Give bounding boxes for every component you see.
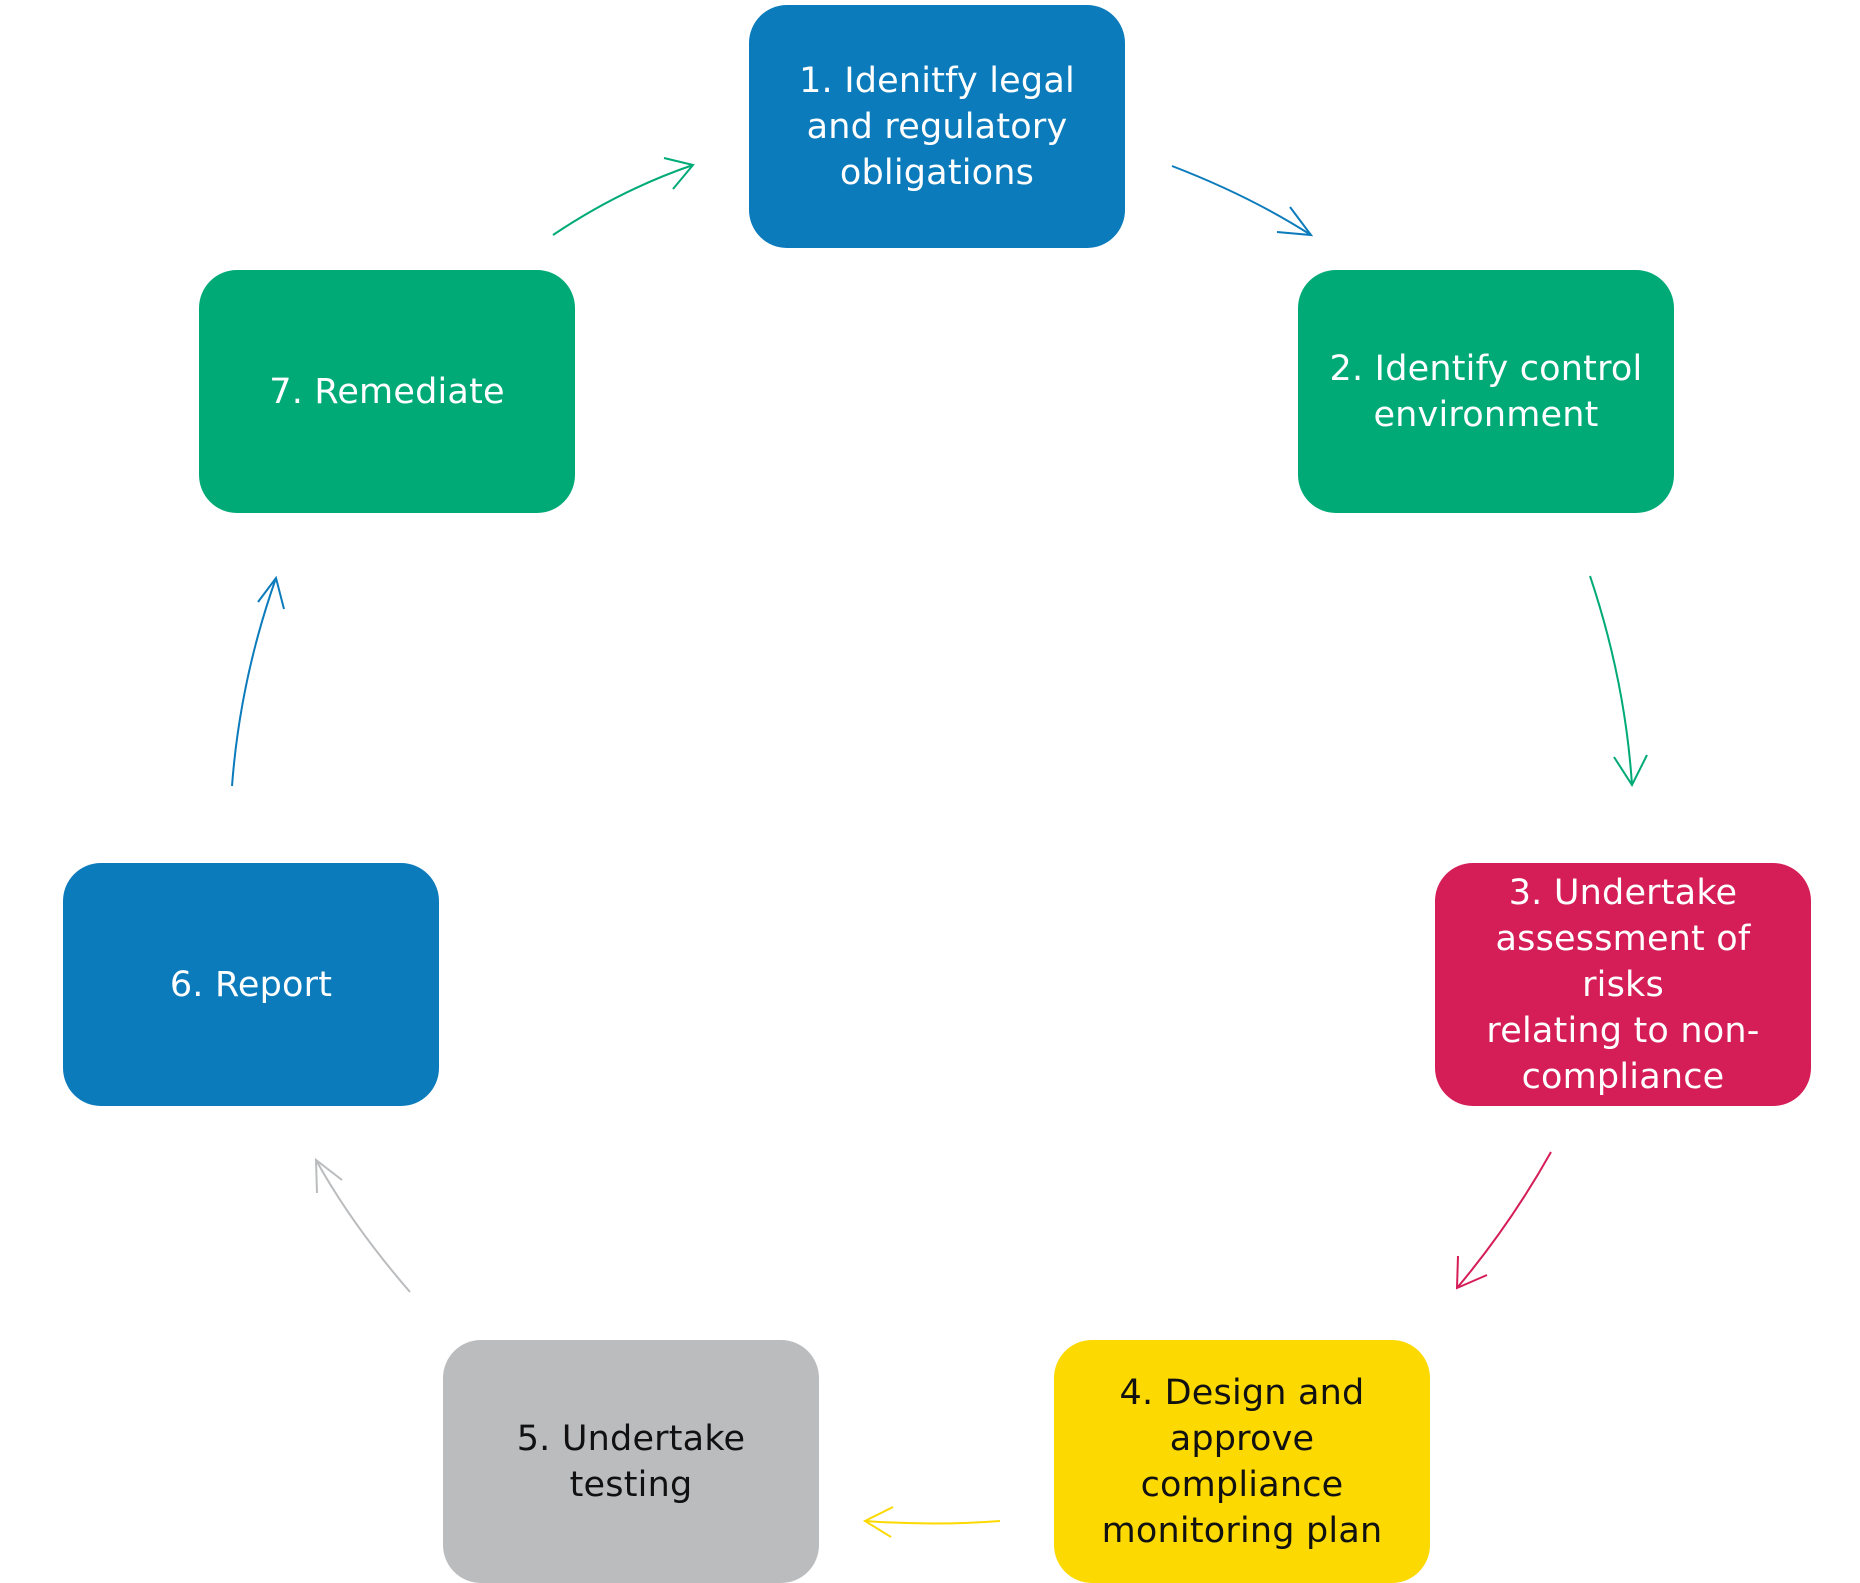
step-1-label: 1. Idenitfy legal and regulatory obligat… [799,60,1075,193]
arrow-step-2-to-step-3 [1589,575,1633,786]
step-3-label: 3. Undertake assessment of risks relatin… [1486,872,1760,1097]
step-5-box: 5. Undertake testing [443,1340,819,1583]
arrowhead-step-7-to-step-1 [663,157,695,190]
arrow-step-4-to-step-5 [864,1520,1001,1525]
step-3-box: 3. Undertake assessment of risks relatin… [1435,863,1811,1106]
arrowhead-step-6-to-step-7 [257,575,285,610]
arrowhead-step-5-to-step-6 [314,1157,343,1194]
step-5-label: 5. Undertake testing [516,1418,746,1505]
step-4-label: 4. Design and approve compliance monitor… [1101,1372,1383,1551]
arrowhead-step-1-to-step-2 [1276,206,1314,237]
arrow-step-3-to-step-4 [1456,1151,1552,1289]
step-7-label: 7. Remediate [269,371,505,412]
step-7-box: 7. Remediate [199,270,575,513]
arrow-step-6-to-step-7 [231,577,277,787]
arrow-step-5-to-step-6 [315,1159,411,1293]
step-1-box: 1. Idenitfy legal and regulatory obligat… [749,5,1125,248]
arrowhead-step-4-to-step-5 [862,1506,894,1538]
step-4-box: 4. Design and approve compliance monitor… [1054,1340,1430,1583]
step-2-label: 2. Identify control environment [1329,348,1643,435]
arrow-step-1-to-step-2 [1171,165,1312,236]
step-2-box: 2. Identify control environment [1298,270,1674,513]
step-6-label: 6. Report [169,964,333,1005]
arrowhead-step-3-to-step-4 [1455,1255,1488,1290]
step-6-box: 6. Report [63,863,439,1106]
arrow-step-7-to-step-1 [552,164,694,236]
arrowhead-step-2-to-step-3 [1613,754,1648,788]
